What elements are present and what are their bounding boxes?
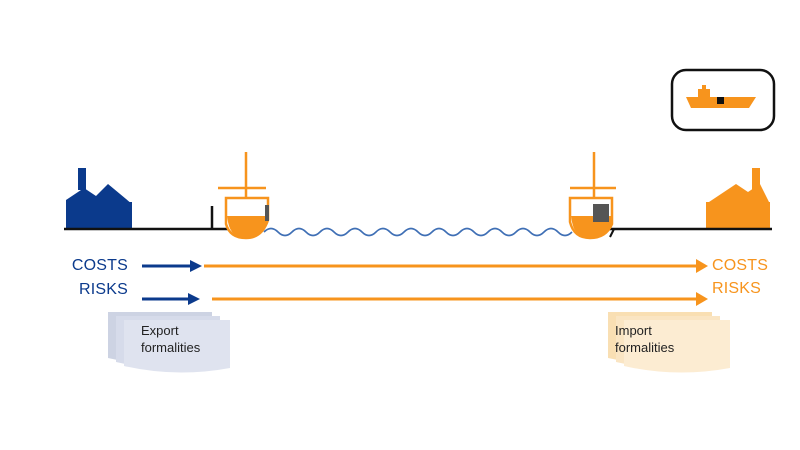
factory-icon: [66, 168, 132, 228]
export-document-stack: [108, 312, 230, 373]
ship-badge: [670, 68, 776, 132]
buyer-risks-label: RISKS: [712, 280, 762, 297]
import-line-1: Import: [615, 323, 652, 338]
ground-left: [64, 206, 228, 231]
import-formalities-text: Import formalities: [615, 322, 674, 356]
ship-icon: [686, 85, 756, 108]
ship-destination: [568, 152, 616, 240]
seller-costs-label: COSTS: [71, 257, 128, 274]
risks-buyer-arrow: [212, 292, 708, 306]
export-formalities-text: Export formalities: [141, 322, 200, 356]
export-line-2: formalities: [141, 340, 201, 355]
warehouse-icon: [706, 168, 770, 228]
sea-wave: [263, 227, 573, 237]
import-line-2: formalities: [615, 340, 675, 355]
risks-seller-arrow: [142, 293, 200, 305]
costs-seller-arrow: [142, 260, 202, 272]
seller-risks-label: RISKS: [78, 281, 128, 298]
ship-origin: [218, 152, 270, 240]
costs-buyer-arrow: [204, 259, 708, 273]
export-line-1: Export: [141, 323, 179, 338]
ground-right: [608, 227, 772, 238]
buyer-costs-label: COSTS: [712, 257, 769, 274]
import-document-stack: [608, 312, 730, 373]
